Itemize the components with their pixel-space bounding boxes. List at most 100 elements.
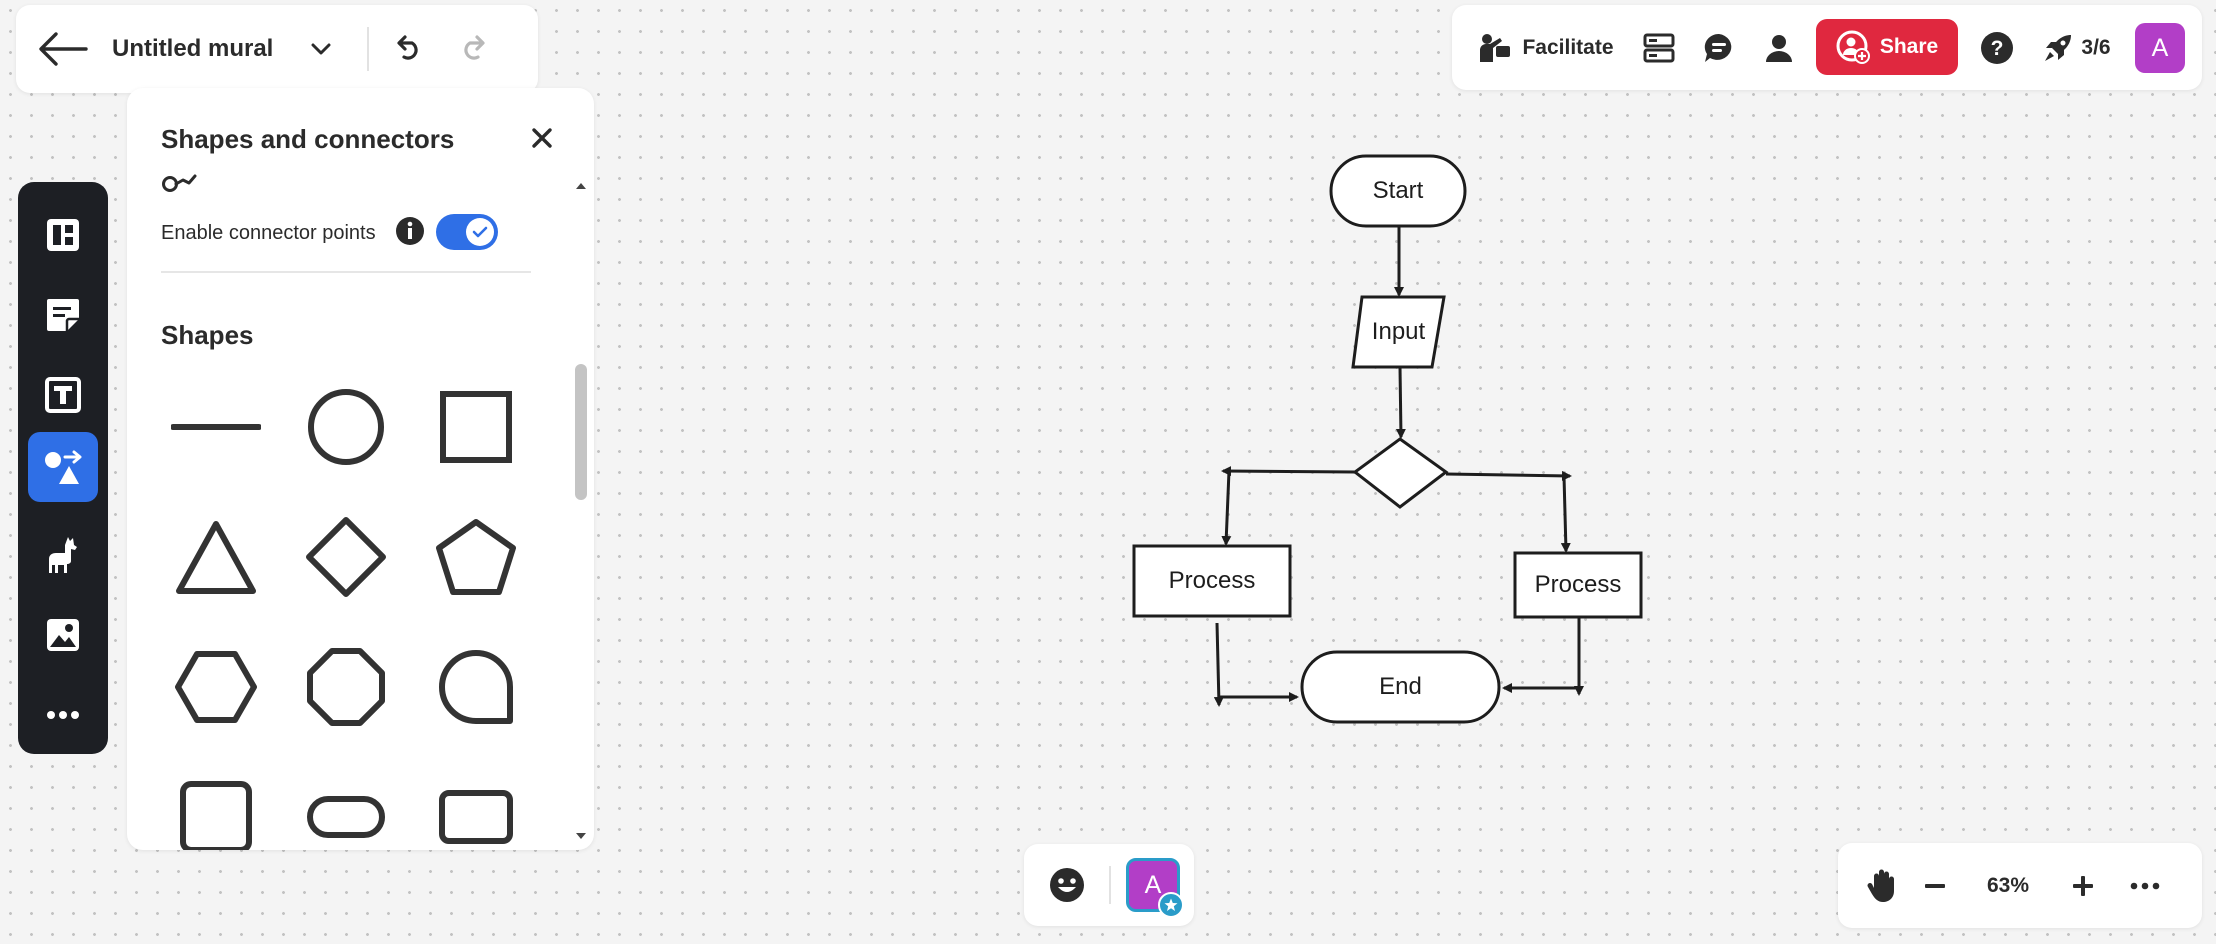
rail-item-shapes[interactable]	[28, 432, 98, 502]
rail-item-sticky-note[interactable]	[28, 280, 98, 350]
octagon-shape-icon	[307, 648, 385, 726]
scroll-down-icon[interactable]	[573, 828, 589, 844]
redo-icon	[464, 35, 485, 60]
shape-rounded-rectangle[interactable]	[421, 762, 531, 850]
shape-circle[interactable]	[291, 372, 401, 482]
members-button[interactable]	[1754, 25, 1804, 71]
svg-text:?: ?	[1991, 37, 2004, 60]
connector-process-left-down	[1213, 622, 1224, 707]
process-left-label[interactable]: Process	[1168, 567, 1256, 594]
shape-line[interactable]	[161, 372, 271, 482]
onboarding-progress-label: 3/6	[2081, 36, 2111, 59]
connector-decision-right	[1445, 470, 1572, 481]
share-button[interactable]: Share	[1816, 19, 1958, 75]
plus-icon	[2073, 876, 2093, 896]
top-toolbar: Facilitate Share	[1452, 5, 2202, 90]
zoom-bar: 63%	[1838, 843, 2202, 928]
connector-points-toggle[interactable]	[436, 214, 498, 250]
sticky-note-icon	[47, 299, 79, 331]
facilitate-button[interactable]: Facilitate	[1476, 25, 1616, 71]
shape-pill[interactable]	[291, 762, 401, 850]
hexagon-shape-icon	[175, 651, 257, 723]
help-button[interactable]: ?	[1972, 25, 2022, 71]
connector-points-label: Enable connector points	[161, 222, 376, 244]
share-label: Share	[1879, 35, 1939, 58]
scrollbar-thumb[interactable]	[575, 364, 587, 500]
more-icon	[47, 711, 79, 719]
shape-triangle[interactable]	[161, 502, 271, 612]
process-left-shape	[1132, 544, 1292, 618]
end-shape	[1300, 650, 1501, 724]
input-shape	[1351, 295, 1446, 369]
reactions-bar: A	[1024, 844, 1194, 926]
connector-input-decision	[1395, 366, 1406, 439]
comment-icon	[1704, 33, 1732, 62]
pan-tool-button[interactable]	[1858, 861, 1908, 911]
pill-shape-icon	[307, 796, 385, 838]
panel-scrollbar[interactable]	[567, 178, 593, 850]
shape-hexagon[interactable]	[161, 632, 271, 742]
facilitator-badge	[1158, 892, 1184, 918]
shape-rounded-square[interactable]	[161, 762, 271, 850]
start-label[interactable]: Start	[1372, 177, 1424, 204]
rail-item-more[interactable]	[28, 680, 98, 750]
comments-button[interactable]	[1694, 25, 1744, 71]
minus-icon	[1925, 884, 1945, 888]
zoom-in-button[interactable]	[2058, 861, 2108, 911]
panel-title: Shapes and connectors	[161, 124, 455, 154]
back-button[interactable]	[28, 5, 98, 93]
reactions-button[interactable]	[1042, 860, 1092, 910]
rail-item-text[interactable]	[28, 360, 98, 430]
presence-avatar[interactable]: A	[1126, 858, 1180, 912]
server-list-icon	[1643, 33, 1675, 63]
star-icon	[1164, 898, 1178, 911]
process-right-shape	[1513, 551, 1643, 619]
end-label[interactable]: End	[1379, 673, 1422, 700]
title-menu-button[interactable]	[301, 29, 341, 69]
shapes-panel: Shapes and connectors Enable connector p…	[127, 88, 594, 850]
decision-shape	[1352, 437, 1449, 509]
shape-teardrop[interactable]	[421, 632, 531, 742]
shape-pentagon[interactable]	[421, 502, 531, 612]
input-label[interactable]: Input	[1371, 318, 1426, 345]
title-separator	[367, 27, 370, 71]
user-avatar[interactable]: A	[2135, 23, 2185, 73]
toggle-knob	[466, 218, 494, 246]
zoom-out-button[interactable]	[1910, 861, 1960, 911]
rocket-icon	[2045, 35, 2072, 61]
shape-diamond[interactable]	[291, 502, 401, 612]
title-bar: Untitled mural	[16, 5, 538, 93]
rail-item-templates[interactable]	[28, 520, 98, 590]
outline-button[interactable]	[1634, 25, 1684, 71]
outline-icon	[47, 219, 79, 251]
diamond-shape-icon	[306, 517, 386, 597]
shape-octagon[interactable]	[291, 632, 401, 742]
connector-right-down	[1560, 475, 1571, 553]
scroll-up-icon[interactable]	[573, 178, 589, 194]
panel-close-button[interactable]	[522, 118, 562, 158]
text-icon	[45, 377, 81, 413]
rail-item-outline[interactable]	[28, 200, 98, 270]
rail-item-image[interactable]	[28, 600, 98, 670]
shape-square[interactable]	[421, 372, 531, 482]
chevron-down-icon	[311, 43, 331, 55]
llama-icon	[49, 537, 77, 573]
person-icon	[1766, 35, 1792, 62]
teardrop-shape-icon	[439, 650, 513, 724]
smiley-icon	[1050, 868, 1084, 902]
mural-title[interactable]: Untitled mural	[112, 35, 274, 62]
onboarding-progress-button[interactable]: 3/6	[2032, 25, 2122, 71]
undo-button[interactable]	[387, 27, 431, 71]
more-icon	[2130, 882, 2160, 890]
redo-button[interactable]	[451, 27, 495, 71]
zoom-more-button[interactable]	[2120, 861, 2170, 911]
info-icon[interactable]	[395, 216, 425, 246]
check-icon	[472, 226, 488, 238]
shapes-icon	[45, 450, 82, 484]
process-right-label[interactable]: Process	[1534, 571, 1622, 598]
zoom-level[interactable]: 63%	[1986, 874, 2030, 897]
connector-icon	[162, 174, 197, 192]
line-shape-icon	[171, 424, 261, 430]
facilitate-icon	[1480, 34, 1511, 62]
